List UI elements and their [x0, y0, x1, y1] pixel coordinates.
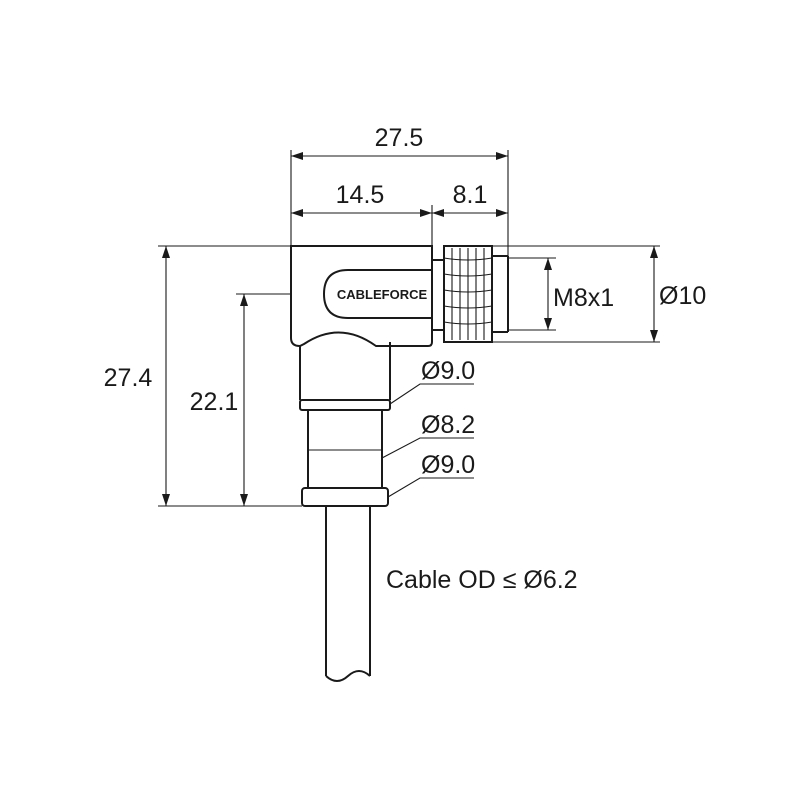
connector-stem	[299, 342, 391, 507]
callout-collar-bottom: Ø9.0	[387, 451, 475, 498]
callout-collar-bottom-label: Ø9.0	[421, 451, 475, 479]
connector-housing: CABLEFORCE	[290, 245, 433, 348]
brand-label: CABLEFORCE	[337, 287, 428, 302]
dim-nut-width-label: 8.1	[453, 181, 488, 209]
dim-nut-diameter: Ø10	[492, 245, 706, 343]
cable	[325, 506, 371, 682]
callout-collar-top-label: Ø9.0	[421, 357, 475, 385]
dim-body-width-label: 14.5	[336, 181, 385, 209]
dim-total-height: 27.4	[104, 245, 302, 507]
dim-total-height-label: 27.4	[104, 364, 153, 392]
dim-thread: M8x1	[508, 257, 614, 331]
dim-total-width-label: 27.5	[375, 124, 424, 152]
dim-total-width: 27.5	[290, 124, 509, 256]
coupling-nut	[431, 245, 509, 343]
callout-sleeve-label: Ø8.2	[421, 411, 475, 439]
dim-body-nut-width: 14.5 8.1	[291, 181, 508, 246]
dim-cable-axis-height-label: 22.1	[190, 388, 239, 416]
callout-collar-top: Ø9.0	[389, 357, 475, 405]
dim-cable-axis-height: 22.1	[190, 293, 291, 506]
dim-thread-label: M8x1	[553, 284, 614, 312]
dim-nut-diameter-label: Ø10	[659, 282, 706, 310]
cable-od-note: Cable OD ≤ Ø6.2	[386, 566, 578, 594]
callout-sleeve: Ø8.2	[381, 411, 475, 459]
